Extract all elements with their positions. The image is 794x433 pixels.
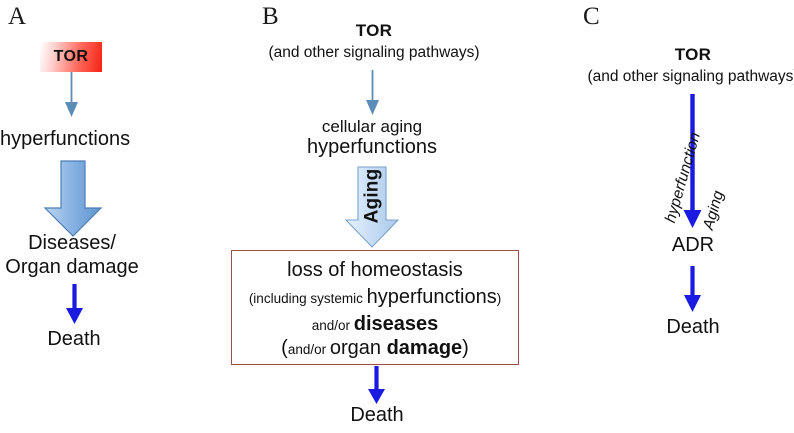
panel-b-hyperfunctions: hyperfunctions [306,136,438,158]
panel-c-adr: ADR [671,234,715,256]
panel-b-box-line4-emph: damage [386,337,463,359]
panel-b-box-line2-suffix: ) [496,291,502,306]
panel-b-arrow-to-death [362,366,392,406]
panel-b-outcome-box: loss of homeostasis (including systemic … [231,250,519,365]
panel-b-death: Death [350,404,404,426]
panel-b-aging-label: Aging [360,168,382,224]
panel-a-tor-chip: TOR [40,42,102,72]
panel-c-death: Death [666,316,720,338]
panel-letter-b: B [262,3,279,30]
panel-b-box-line4-mid: organ [329,337,387,359]
panel-b-cellular-aging: cellular aging [321,117,423,136]
panel-letter-c: C [583,3,600,30]
panel-b-box-line4-close: ) [462,337,469,359]
panel-b-box-line2-emph: hyperfunctions [366,286,497,308]
panel-c-arrow-tor-to-adr [678,94,708,230]
panel-b-box-line3-emph: diseases [353,313,439,335]
panel-b-box-line1: loss of homeostasis [287,259,463,281]
panel-b-box-line4-wrap: (and/or organ damage) [232,337,518,360]
panel-b-box-line2-prefix: (including systemic [248,291,367,306]
panel-b-tor-subtitle: (and other signaling pathways) [268,44,480,61]
panel-b-box-line3-prefix: and/or [311,318,354,333]
panel-b-aging-label-wrap: Aging [343,166,401,226]
panel-c-tor-subtitle: (and other signaling pathways) [587,68,794,85]
panel-b-arrow-tor-to-cellular-aging [358,70,390,122]
panel-a-diseases-line2: Organ damage [5,256,139,278]
panel-letter-a: A [8,3,27,30]
panel-b-box-line2-wrap: (including systemic hyperfunctions) [232,286,518,309]
panel-b-box-line4-prefix: and/or [287,342,330,357]
panel-a-block-arrow [40,160,108,240]
panel-b-box-line3-wrap: and/or diseases [232,313,518,336]
panel-b-tor: TOR [355,21,393,40]
panel-c-tor: TOR [674,45,712,64]
panel-a-tor-label: TOR [53,48,89,65]
panel-a-hyperfunctions: hyperfunctions [0,128,131,150]
panel-b-box-line4-open: ( [281,337,288,359]
panel-a-arrow-tor-to-hyperfunctions [57,72,87,124]
panel-a-diseases-line1: Diseases/ [28,232,116,254]
panel-a-arrow-to-death [60,284,90,326]
panel-c-arrow-adr-to-death [678,266,708,314]
panel-a-death: Death [47,328,101,350]
panel-b-aging-block-arrow [343,166,401,250]
panel-b-box-line1-wrap: loss of homeostasis [232,259,518,282]
